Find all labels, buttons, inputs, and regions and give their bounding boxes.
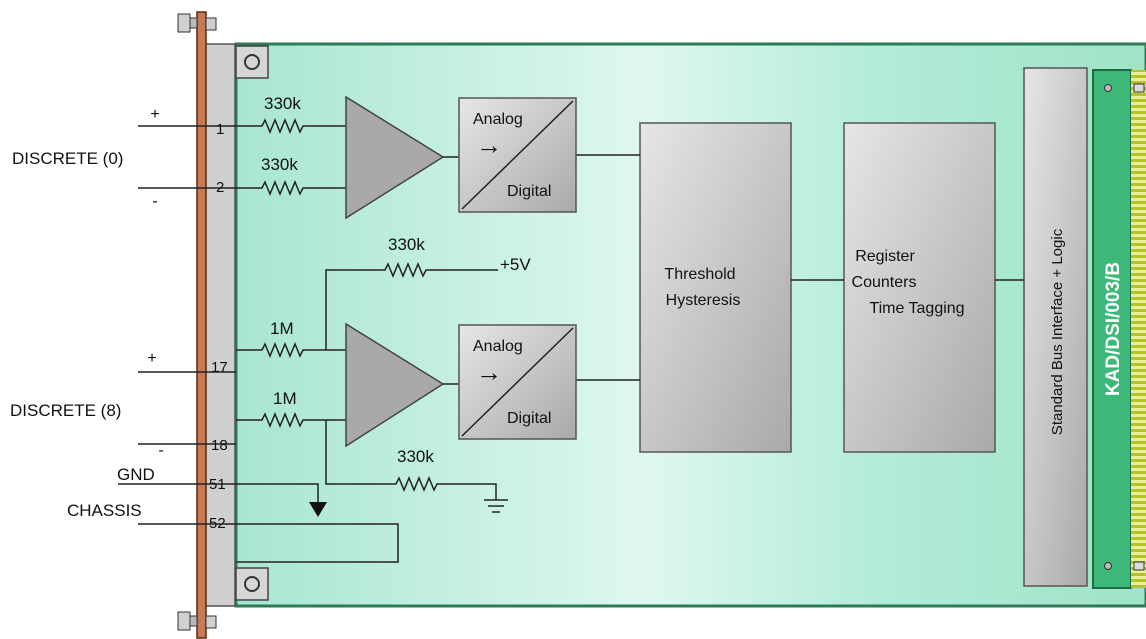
register-label: Register — [855, 248, 915, 265]
counters-label: Counters — [852, 274, 917, 291]
top-screw-icon — [177, 13, 217, 33]
gnd-label: GND — [117, 465, 155, 484]
front-panel — [196, 11, 207, 639]
pulldown-resistor-label: 330k — [397, 447, 434, 466]
discrete-8-plus: + — [147, 350, 156, 367]
edge-connector: KAD/DSI/003/B — [1092, 69, 1146, 589]
pin-1-label: 1 — [216, 121, 224, 138]
resistor-8a-icon — [236, 342, 346, 358]
adc-0-arrow-icon: → — [476, 130, 502, 160]
bottom-screw-icon — [177, 611, 217, 631]
adc-8-digital-label: Digital — [507, 410, 551, 427]
resistor-0a-icon — [236, 118, 346, 134]
mount-hole-bottom-icon — [235, 567, 269, 601]
hysteresis-label: Hysteresis — [666, 292, 741, 309]
register-block — [843, 122, 996, 453]
gnd-chassis: GND 51 CHASSIS 52 — [67, 465, 399, 563]
chassis-label: CHASSIS — [67, 501, 142, 520]
adc-0-analog-label: Analog — [473, 111, 523, 128]
connector-strip — [204, 43, 236, 607]
channel-0: + - DISCRETE (0) 1 2 330k 330k Analog → … — [12, 94, 577, 220]
gnd-arrow-icon — [309, 502, 327, 517]
pullup-resistor-icon — [325, 262, 498, 350]
gnd-wire — [236, 483, 319, 502]
resistor-0b-icon — [236, 180, 346, 196]
discrete-0-plus: + — [150, 106, 159, 123]
r-1m-b-label: 1M — [273, 389, 297, 408]
card-id-label: KAD/DSI/003/B — [1103, 262, 1124, 396]
pullup-resistor-label: 330k — [388, 235, 425, 254]
amplifier-8-icon — [345, 322, 445, 448]
time-tagging-label: Time Tagging — [869, 300, 964, 317]
connector-screw-bottom-icon — [1104, 562, 1112, 570]
block-wires — [576, 154, 1024, 381]
discrete-8-minus: - — [158, 442, 163, 459]
mount-hole-top-icon — [235, 45, 269, 79]
pulldown-resistor-icon — [325, 420, 497, 500]
ground-symbol-icon — [484, 499, 508, 513]
adc-0-digital-label: Digital — [507, 183, 551, 200]
r-330k-0b-label: 330k — [261, 155, 298, 174]
channel-8: + - DISCRETE (8) 17 18 330k +5V 1M 1M 33… — [10, 235, 577, 513]
discrete-0-minus: - — [152, 193, 157, 210]
pin-17-label: 17 — [211, 359, 228, 376]
threshold-label: Threshold — [664, 266, 735, 283]
pin-2-label: 2 — [216, 179, 224, 196]
r-330k-0a-label: 330k — [264, 94, 301, 113]
adc-8-analog-label: Analog — [473, 338, 523, 355]
supply-5v-label: +5V — [500, 255, 531, 274]
r-1m-a-label: 1M — [270, 319, 294, 338]
discrete-0-label: DISCRETE (0) — [12, 149, 123, 168]
chassis-wire — [236, 523, 399, 563]
adc-8-arrow-icon: → — [476, 357, 502, 387]
pin-18-label: 18 — [211, 437, 228, 454]
bus-interface-block — [1023, 67, 1088, 587]
discrete-8-label: DISCRETE (8) — [10, 401, 121, 420]
threshold-block — [639, 122, 792, 453]
connector-screw-top-icon — [1104, 84, 1112, 92]
bus-interface-label: Standard Bus Interface + Logic — [1049, 228, 1066, 435]
resistor-8b-icon — [236, 412, 346, 428]
amplifier-0-icon — [345, 95, 445, 220]
